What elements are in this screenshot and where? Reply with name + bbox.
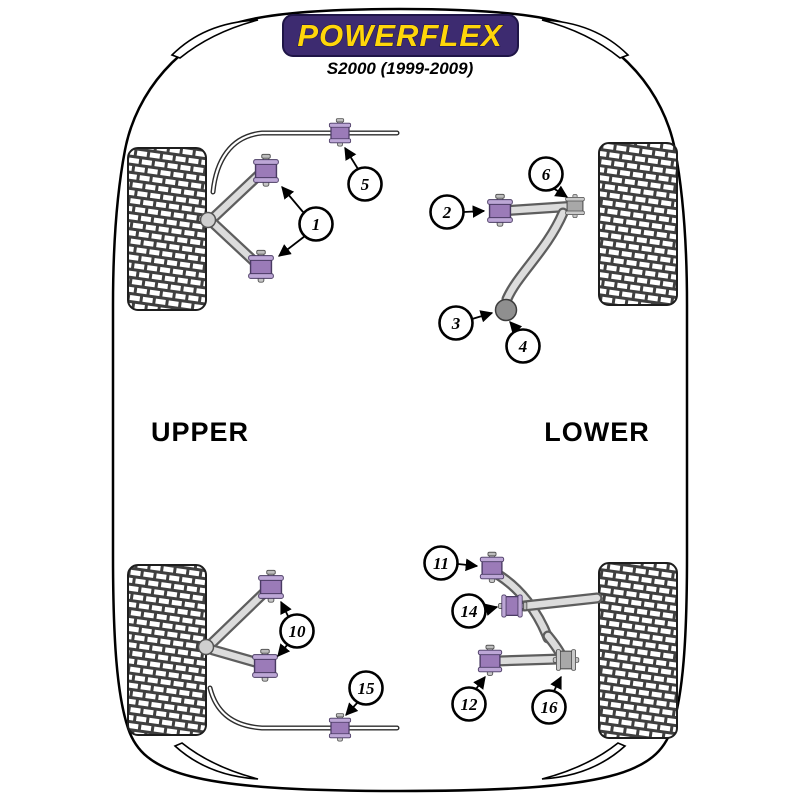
callout-15-circle[interactable]	[348, 670, 384, 706]
front-upper-assembly	[199, 118, 400, 283]
callout-2-number: 2	[442, 203, 452, 222]
callout-6-circle[interactable]	[528, 156, 564, 192]
upper-section-label: UPPER	[151, 417, 249, 447]
callout-10[interactable]: 10	[277, 600, 315, 657]
callout-11-circle[interactable]	[423, 545, 459, 581]
model-label: S2000 (1999-2009)	[327, 59, 474, 78]
front-lower-arm-leg-inner	[503, 209, 567, 303]
callout-1-lead-a	[281, 186, 304, 213]
tire-front-right	[598, 142, 678, 306]
callout-11-number: 11	[433, 554, 449, 573]
callout-5-number: 5	[361, 175, 370, 194]
rear-upper-assembly	[197, 569, 400, 742]
logo-background	[282, 14, 519, 57]
bushing-front-arb	[328, 118, 352, 147]
callout-12-lead	[473, 675, 486, 690]
powerflex-logo: POWERFLEX S2000 (1999-2009)	[282, 14, 519, 78]
front-lower-assembly	[486, 193, 585, 322]
callout-6[interactable]: 6	[528, 156, 569, 198]
callout-12-circle[interactable]	[451, 686, 487, 722]
bushing-rear-lower-front	[477, 644, 503, 677]
callout-4[interactable]: 4	[505, 321, 541, 364]
callout-6-lead	[552, 185, 569, 198]
callout-15[interactable]: 15	[345, 670, 384, 716]
callout-1-number: 1	[312, 215, 321, 234]
bushing-front-lower-front	[486, 193, 514, 227]
bushing-rear-upper-front	[257, 569, 285, 603]
logo-text: POWERFLEX	[297, 18, 504, 53]
bushing-front-lower-rear-grey	[565, 193, 585, 219]
front-lower-balljoint	[494, 298, 518, 322]
rear-upper-arm-bottom-inner	[209, 646, 266, 668]
rear-lower-link-toe-inner	[520, 594, 601, 610]
tire-rear-left	[127, 564, 207, 736]
front-lower-arm-inner	[496, 202, 580, 215]
windscreen-corner-left	[170, 19, 259, 59]
callout-3-number: 3	[451, 314, 461, 333]
callout-16-lead	[550, 675, 562, 692]
callout-10-lead-a	[280, 600, 292, 619]
callout-4-number: 4	[518, 337, 528, 356]
callout-3-lead	[471, 310, 494, 323]
bushing-front-upper-front	[252, 153, 280, 187]
callout-16[interactable]: 16	[531, 675, 567, 725]
callout-10-circle[interactable]	[279, 613, 315, 649]
tire-rear-right	[598, 562, 678, 739]
callout-3-circle[interactable]	[438, 305, 474, 341]
callout-15-number: 15	[358, 679, 376, 698]
bushing-rear-lower-outer-grey	[553, 650, 579, 671]
callout-14-lead	[484, 603, 499, 616]
callout-1-lead-b	[278, 235, 306, 257]
callout-2-circle[interactable]	[429, 194, 465, 230]
callout-16-circle[interactable]	[531, 689, 567, 725]
callout-15-lead	[345, 701, 359, 716]
bushing-rear-lower-toe	[498, 595, 526, 617]
callout-5-circle[interactable]	[347, 166, 383, 202]
front-upper-balljoint	[199, 211, 217, 229]
callout-5-lead	[344, 146, 359, 170]
bushing-rear-upper-rear	[251, 648, 279, 682]
bushing-rear-lower-upper	[479, 551, 505, 584]
rear-anti-roll-bar-inner	[208, 686, 399, 730]
tire-front-left	[127, 147, 207, 311]
callout-1[interactable]: 1	[278, 186, 334, 257]
callout-3[interactable]: 3	[438, 305, 494, 341]
bushing-rear-arb	[328, 713, 352, 742]
callout-1-circle[interactable]	[298, 206, 334, 242]
rear-upper-balljoint	[197, 638, 215, 656]
callout-11-lead	[457, 558, 479, 572]
windscreen-corner-right	[541, 19, 630, 59]
callout-11[interactable]: 11	[423, 545, 479, 581]
rear-lower-assembly	[477, 551, 603, 677]
callout-12-number: 12	[461, 695, 479, 714]
callout-14-number: 14	[461, 602, 478, 621]
callout-2[interactable]: 2	[429, 194, 486, 230]
rear-lower-link-lower-inner	[493, 655, 564, 665]
bushing-front-upper-rear	[247, 249, 275, 283]
rear-screen-corner-right	[541, 742, 627, 780]
callout-10-number: 10	[289, 622, 307, 641]
callout-4-circle[interactable]	[505, 328, 541, 364]
callout-14[interactable]: 14	[451, 593, 499, 629]
callout-10-lead-b	[277, 643, 291, 657]
callout-6-number: 6	[542, 165, 551, 184]
callout-14-circle[interactable]	[451, 593, 487, 629]
rear-screen-corner-left	[173, 742, 259, 780]
rear-upper-arm-top-inner	[207, 586, 271, 648]
lower-section-label: LOWER	[544, 417, 650, 447]
callout-16-number: 16	[541, 698, 559, 717]
callout-5[interactable]: 5	[344, 146, 383, 202]
callout-12[interactable]: 12	[451, 675, 487, 722]
callout-2-lead	[463, 205, 486, 218]
front-anti-roll-bar-inner	[211, 131, 399, 194]
